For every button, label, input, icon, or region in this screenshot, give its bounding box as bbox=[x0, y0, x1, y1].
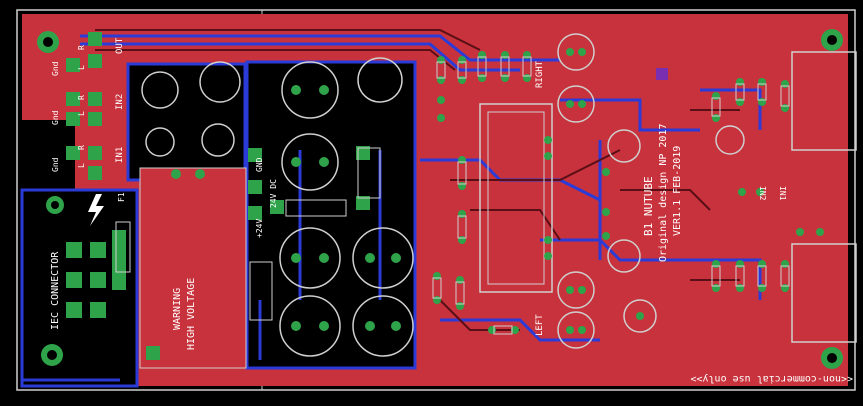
board-outline bbox=[16, 9, 856, 391]
bottom-traces bbox=[22, 34, 762, 382]
label-left-channel: LEFT bbox=[535, 314, 545, 336]
label-in2: IN2 bbox=[115, 94, 125, 110]
label-iec-connector: IEC CONNECTOR bbox=[50, 251, 61, 330]
label-24v: +24V bbox=[255, 219, 264, 238]
footer-note: <<non-commercial use only>> bbox=[690, 373, 853, 384]
label-input-in1: IN1 bbox=[778, 186, 787, 201]
mounting-holes bbox=[37, 29, 843, 369]
label-input-in2: IN2 bbox=[758, 186, 767, 201]
nutube-footprint bbox=[479, 103, 553, 293]
label-gnd-3: Gnd bbox=[51, 157, 60, 172]
label-r-2: R bbox=[77, 95, 86, 100]
label-gnd-1: Gnd bbox=[51, 61, 60, 76]
lightning-icon bbox=[88, 194, 104, 226]
label-l-3: L bbox=[77, 163, 86, 168]
label-r-1: R bbox=[77, 45, 86, 50]
psu-transformer-area bbox=[139, 167, 247, 369]
resistors bbox=[115, 56, 790, 335]
power-ground-pour-right bbox=[245, 60, 417, 370]
label-high-voltage: HIGH VOLTAGE bbox=[186, 278, 197, 350]
pads bbox=[66, 32, 824, 360]
nutube-inner bbox=[487, 111, 545, 285]
title-line-3: VER1.1 FEB-2019 bbox=[672, 146, 683, 236]
input-jack-bottom bbox=[791, 243, 857, 343]
label-right-channel: RIGHT bbox=[535, 60, 545, 88]
label-gnd-power: GND bbox=[255, 157, 264, 172]
label-f1: F1 bbox=[117, 192, 126, 202]
label-l-1: L bbox=[77, 65, 86, 70]
label-r-3: R bbox=[77, 145, 86, 150]
label-out: OUT bbox=[115, 37, 125, 54]
top-traces bbox=[95, 29, 740, 331]
label-l-2: L bbox=[77, 111, 86, 116]
input-jack-top bbox=[791, 51, 857, 151]
label-24v-dc: 24V DC bbox=[269, 179, 278, 208]
label-in1: IN1 bbox=[115, 147, 125, 163]
large-capacitors bbox=[141, 33, 745, 357]
title-line-1: B1 NUTUBE bbox=[642, 176, 655, 236]
label-gnd-2: Gnd bbox=[51, 110, 60, 125]
title-line-2: Original design NP 2017 bbox=[658, 124, 669, 262]
label-warning: WARNING bbox=[172, 288, 183, 330]
power-ground-pour-mid bbox=[126, 62, 247, 182]
